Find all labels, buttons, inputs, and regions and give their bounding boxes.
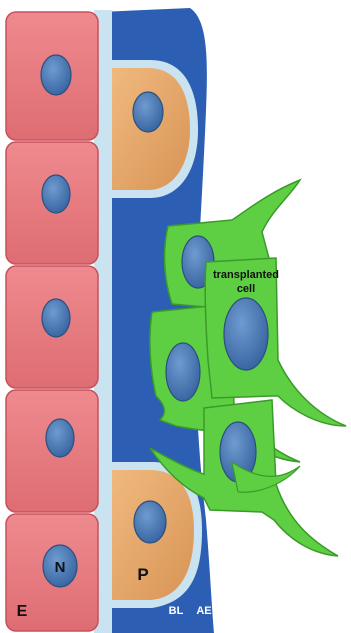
- epithelial-nucleus-2: [42, 175, 70, 213]
- epithelial-nucleus-3: [42, 299, 70, 337]
- transplanted-cell-label-line2: cell: [237, 283, 255, 295]
- basal-lamina-label: BL: [169, 605, 184, 617]
- epithelial-nucleus-4: [46, 419, 74, 457]
- epithelium-label: E: [17, 603, 28, 620]
- epithelium-column: [6, 12, 98, 631]
- transplanted-cell-label-line1: transplanted: [213, 269, 279, 281]
- adventitia-endothelium-label: AE: [196, 605, 211, 617]
- transplanted-nucleus-main: [224, 298, 268, 370]
- pericyte-label: P: [137, 565, 148, 584]
- pericyte-top: [108, 60, 198, 198]
- epithelial-nucleus-1: [41, 55, 71, 95]
- transplanted-nucleus-middle: [166, 343, 200, 401]
- nucleus-label: N: [55, 559, 66, 576]
- pericyte-bottom-nucleus: [134, 501, 166, 543]
- pericyte-top-nucleus: [133, 92, 163, 132]
